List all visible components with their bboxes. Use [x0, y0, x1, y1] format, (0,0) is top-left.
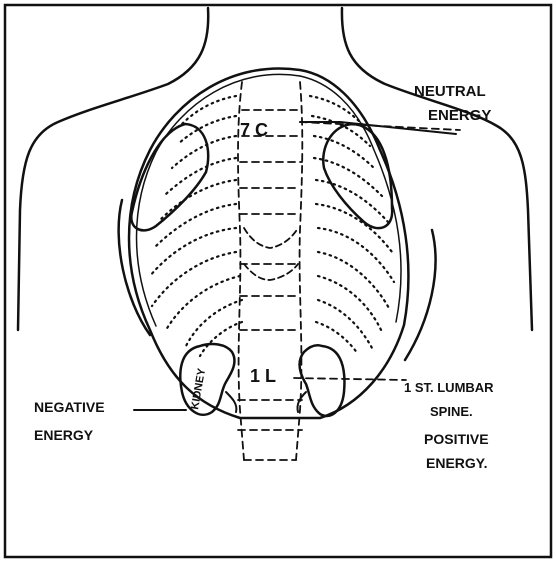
negative-label-line2: ENERGY [34, 427, 94, 443]
vertebra-1l-label: 1 L [250, 366, 276, 386]
lumbar-label-line1: 1 ST. LUMBAR [404, 380, 494, 395]
neutral-label-line1: NEUTRAL [414, 83, 486, 100]
neutral-label-line2: ENERGY [428, 107, 491, 124]
negative-label-line1: NEGATIVE [34, 399, 105, 415]
vertebra-7c-label: 7 C [240, 120, 268, 140]
positive-label-line1: POSITIVE [424, 431, 489, 447]
lumbar-label-line2: SPINE. [430, 404, 473, 419]
positive-label-line2: ENERGY. [426, 455, 487, 471]
